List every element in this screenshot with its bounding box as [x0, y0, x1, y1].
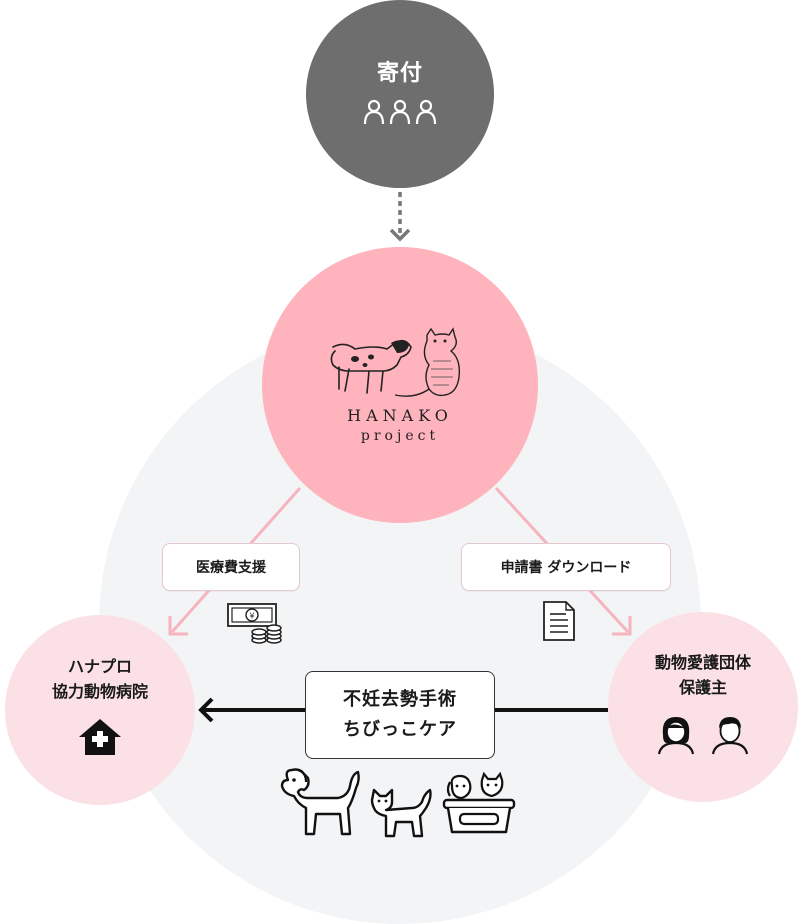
application-download-label: 申請書 ダウンロード [461, 543, 671, 591]
dog-icon [280, 768, 360, 836]
woman-icon [657, 716, 695, 755]
arrowhead-hospital [168, 616, 188, 636]
logo-line2: project [360, 428, 440, 445]
arrowhead-org [612, 616, 632, 636]
logo-text: HANAKO project [347, 405, 453, 447]
cat-icon [370, 788, 432, 838]
dog-and-cat-drawing [330, 327, 461, 397]
hospital-node: ハナプロ 協力動物病院 [5, 615, 195, 805]
person-outline-icon [389, 99, 411, 125]
hospital-house-icon [79, 718, 121, 755]
animal-welfare-org-node: 動物愛護団体 保護主 [608, 612, 798, 802]
donation-node: 寄付 [306, 0, 494, 188]
hospital-title: ハナプロ 協力動物病院 [52, 655, 148, 705]
donation-title: 寄付 [376, 61, 423, 86]
care-line1: 不妊去勢手術 [343, 689, 457, 711]
pets-in-basket-icon [442, 772, 516, 834]
org-title-line1: 動物愛護団体 [654, 653, 751, 673]
org-title: 動物愛護団体 保護主 [655, 651, 751, 701]
logo-line1: HANAKO [347, 406, 453, 425]
man-icon [711, 716, 749, 755]
medical-support-label: 医療費支援 [162, 543, 300, 591]
care-services-box: 不妊去勢手術 ちびっこケア [305, 671, 495, 759]
hanako-project-node: HANAKO project [262, 247, 538, 523]
donors-icons [363, 99, 437, 125]
arrowhead-donation [389, 228, 411, 242]
person-outline-icon [415, 99, 437, 125]
guardian-icons [655, 713, 751, 755]
org-title-line2: 保護主 [678, 678, 727, 697]
money-icon: ¥ [227, 603, 282, 644]
svg-text:¥: ¥ [249, 612, 254, 621]
document-icon [543, 601, 575, 641]
care-line2: ちびっこケア [343, 719, 457, 740]
hospital-title-line1: ハナプロ [67, 657, 132, 677]
hospital-title-line2: 協力動物病院 [51, 682, 148, 701]
arrowhead-care [198, 697, 214, 723]
person-outline-icon [363, 99, 385, 125]
